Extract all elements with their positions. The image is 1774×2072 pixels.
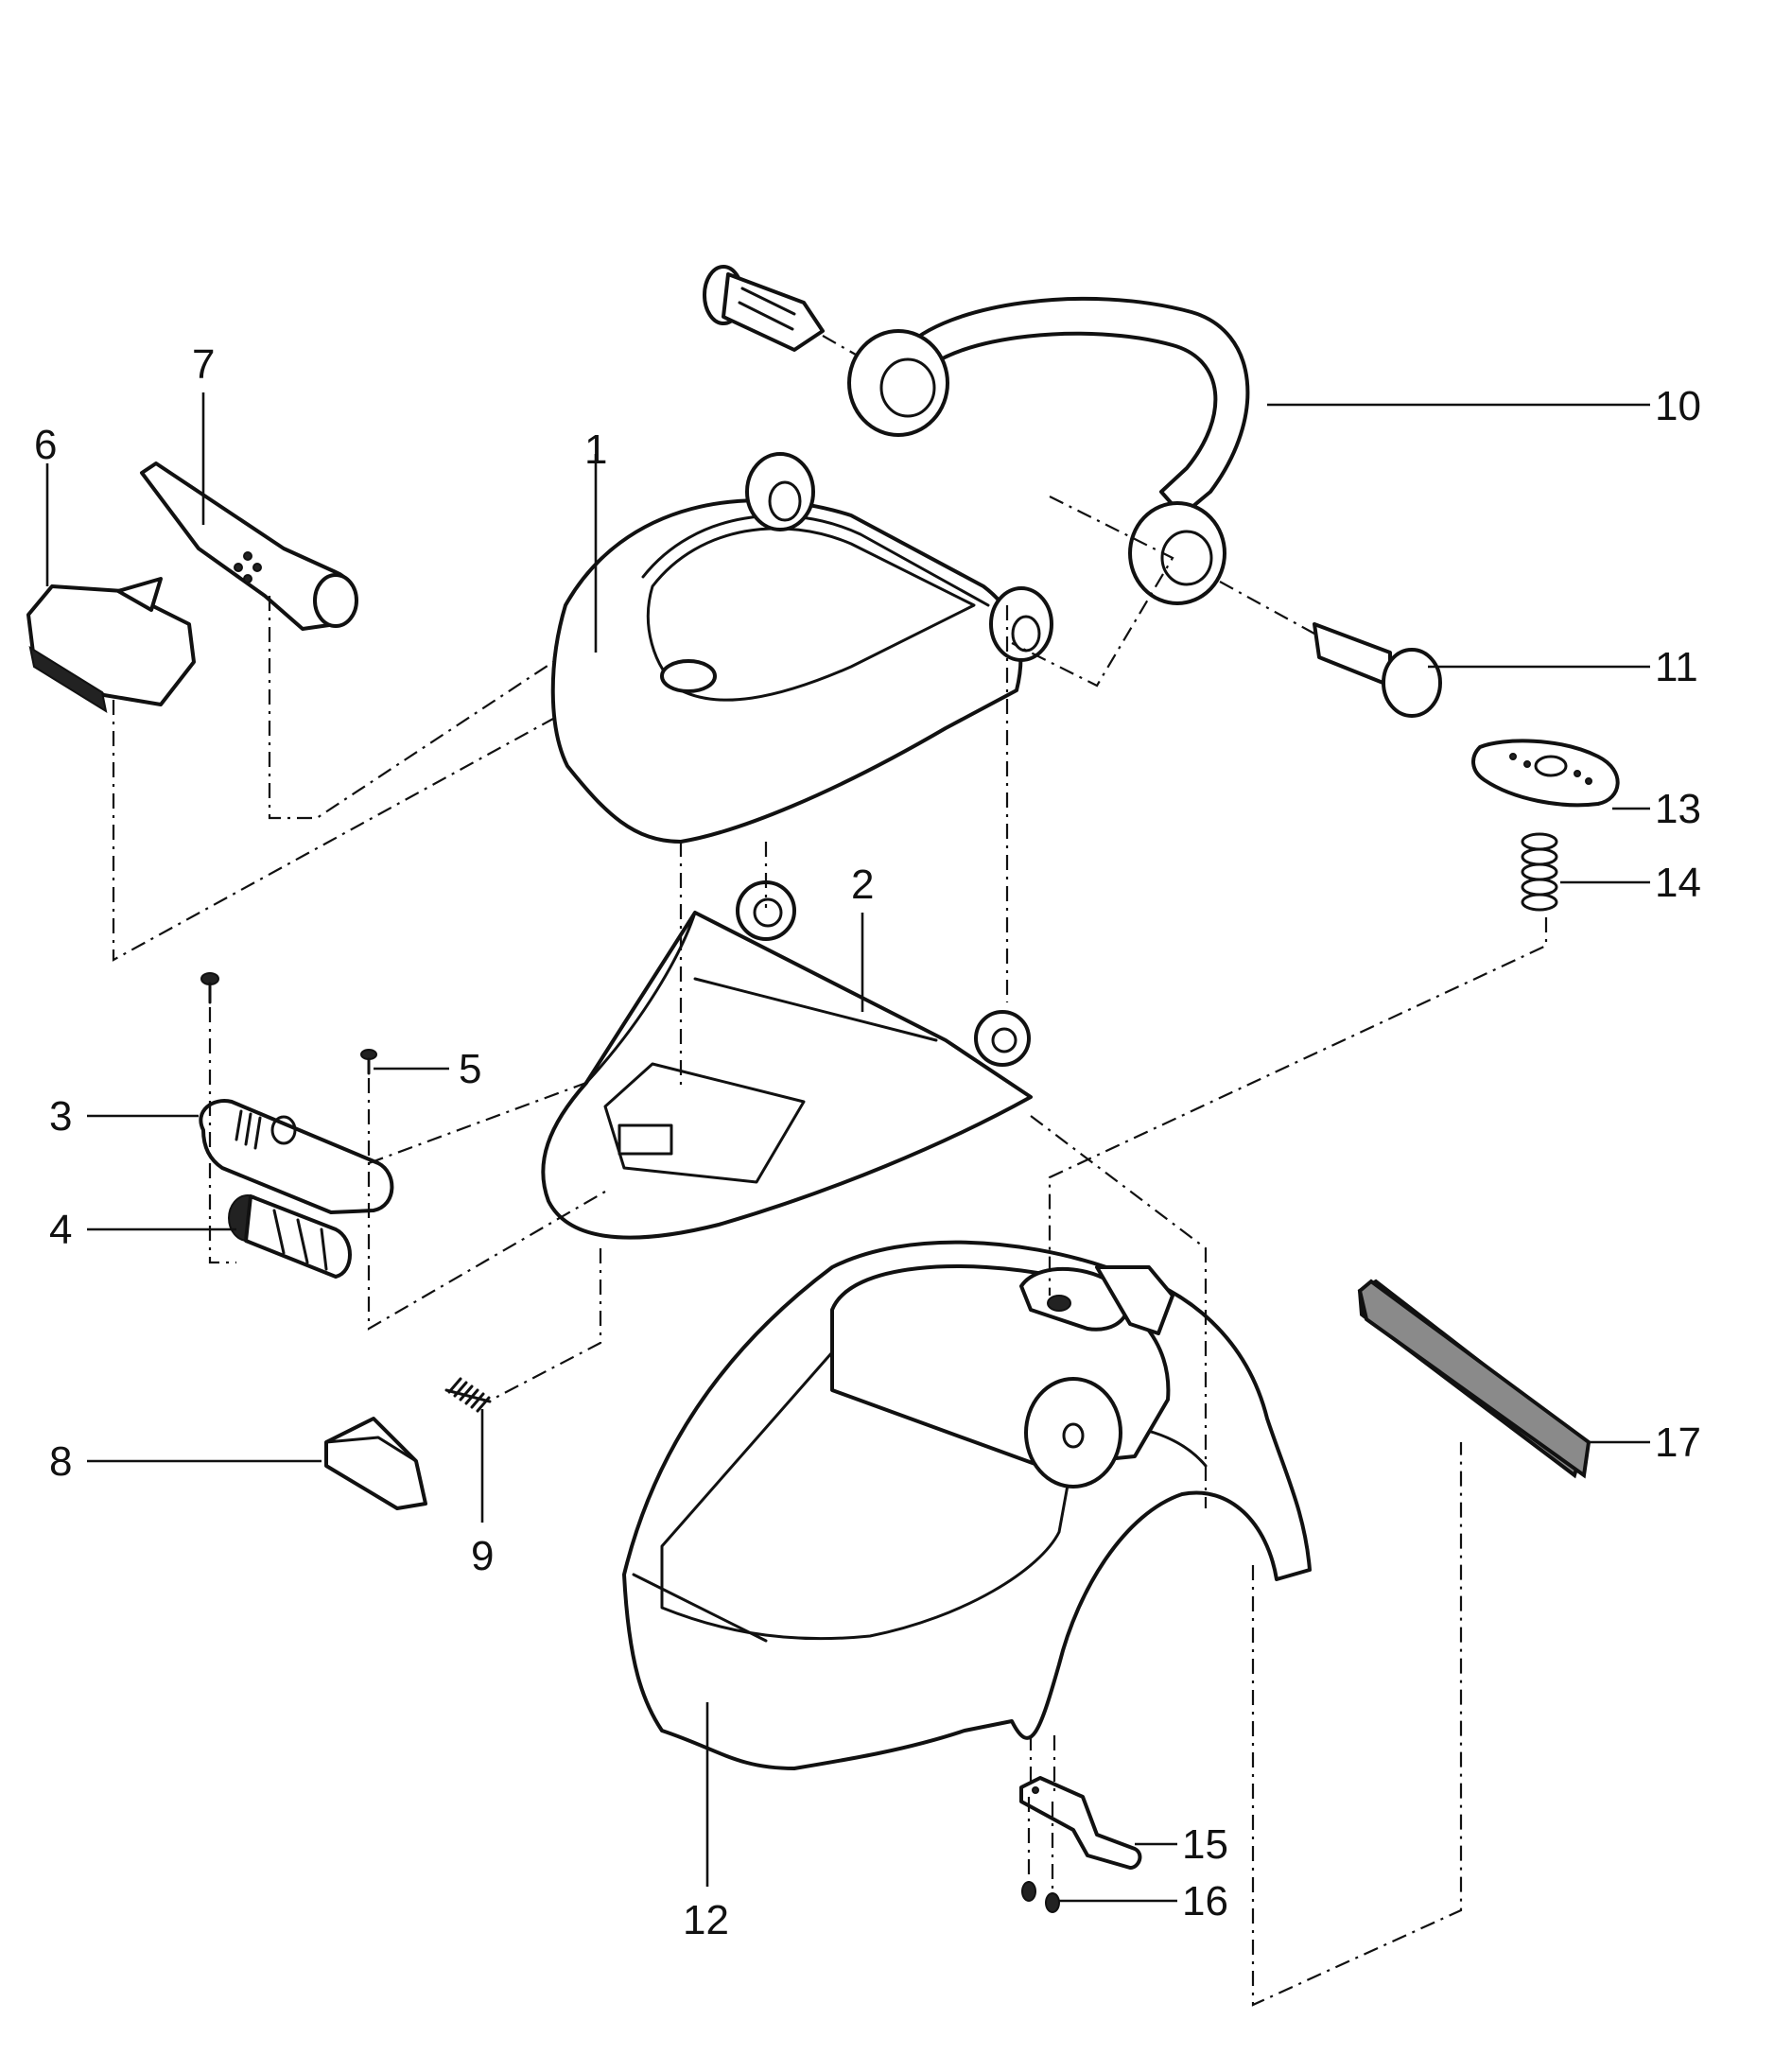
part-brush-roller (228, 1194, 352, 1279)
callout-9: 9 (471, 1533, 494, 1579)
callout-14: 14 (1655, 860, 1701, 906)
callout-8: 8 (49, 1438, 72, 1485)
part-top-cover (550, 452, 1053, 844)
callout-labels: 1 2 3 4 5 6 7 8 9 10 11 12 13 14 15 16 1… (34, 341, 1701, 1943)
callout-2: 2 (851, 862, 874, 908)
callout-7: 7 (192, 341, 215, 388)
callout-16: 16 (1182, 1878, 1228, 1924)
callout-17: 17 (1655, 1419, 1701, 1466)
leader-lines (45, 392, 1650, 1903)
callout-10: 10 (1655, 383, 1701, 429)
part-latch-button (324, 1417, 427, 1510)
part-handle-pin-right (1313, 622, 1442, 718)
callout-12: 12 (683, 1897, 729, 1943)
part-upholstery-brush (26, 577, 196, 714)
part-storage-tube (199, 1099, 394, 1214)
callout-13: 13 (1655, 786, 1701, 832)
part-screw-16 (1021, 1881, 1060, 1913)
callout-3: 3 (49, 1093, 72, 1140)
part-inner-frame (541, 880, 1033, 1240)
part-latch-spring (444, 1377, 492, 1413)
part-valve-plate (1471, 739, 1620, 808)
callout-5: 5 (459, 1046, 481, 1092)
part-filter-pad (1357, 1279, 1591, 1479)
assembly-lines (112, 335, 1548, 2007)
part-bracket (1019, 1776, 1142, 1870)
callout-11: 11 (1655, 644, 1698, 690)
part-crevice-nozzle (140, 461, 358, 631)
callout-15: 15 (1182, 1821, 1228, 1868)
callout-1: 1 (584, 427, 607, 473)
part-carry-handle (847, 296, 1250, 605)
part-valve-spring (1521, 832, 1558, 912)
part-main-housing (622, 1240, 1312, 1770)
part-screw-5 (200, 972, 377, 1075)
callout-6: 6 (34, 422, 57, 468)
callout-4: 4 (49, 1207, 72, 1253)
part-handle-pin-top (703, 265, 825, 352)
